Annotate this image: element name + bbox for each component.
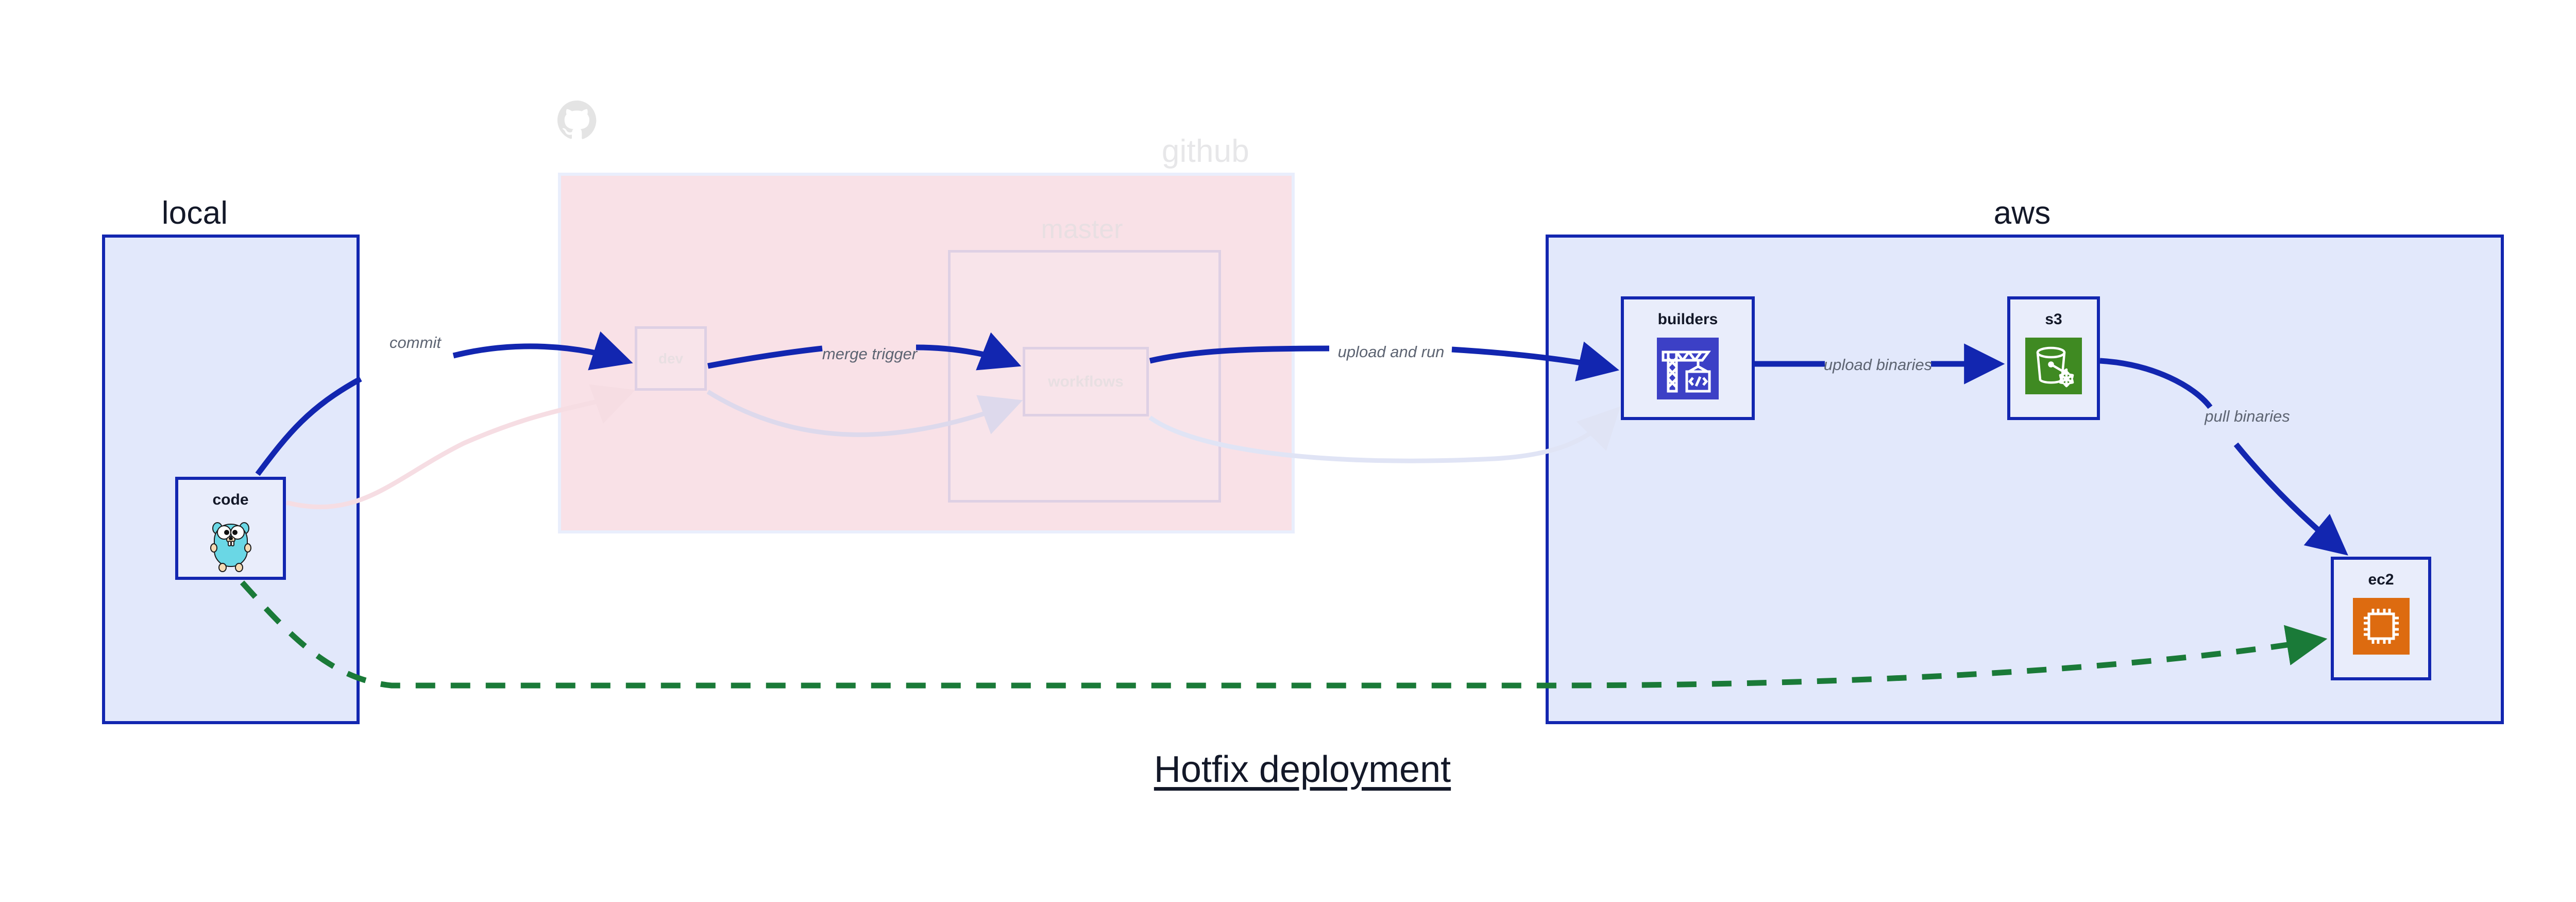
node-code-label: code: [212, 491, 249, 508]
node-ec2[interactable]: ec2: [2331, 557, 2431, 680]
edge-label-upload-and-run: upload and run: [1337, 343, 1445, 361]
edge-label-merge-trigger: merge trigger: [822, 345, 918, 363]
node-s3[interactable]: s3: [2007, 296, 2100, 420]
group-local-title: local: [161, 195, 228, 231]
subgroup-master-title: master: [1041, 214, 1123, 244]
node-dev-label: dev: [658, 350, 684, 366]
node-builders-label: builders: [1657, 311, 1718, 328]
aws-codebuild-icon: [1657, 338, 1719, 402]
node-builders[interactable]: builders: [1621, 296, 1755, 420]
edge-label-upload-binaries: upload binaries: [1823, 356, 1933, 374]
node-dev[interactable]: dev: [635, 326, 707, 391]
node-workflows-label: workflows: [1048, 373, 1124, 390]
node-ec2-label: ec2: [2368, 571, 2394, 588]
node-workflows[interactable]: workflows: [1023, 347, 1149, 416]
edge-label-pull-binaries: pull binaries: [2205, 407, 2290, 425]
diagram-title: Hotfix deployment: [1154, 749, 1451, 790]
group-github-title: github: [1161, 133, 1249, 169]
aws-ec2-icon: [2352, 598, 2410, 657]
go-gopher-icon: [207, 518, 255, 575]
group-aws-title: aws: [1993, 195, 2051, 231]
aws-s3-glacier-icon: [2025, 338, 2082, 397]
node-code[interactable]: code: [175, 477, 286, 580]
node-s3-label: s3: [2045, 311, 2062, 328]
edge-label-commit: commit: [389, 333, 441, 352]
